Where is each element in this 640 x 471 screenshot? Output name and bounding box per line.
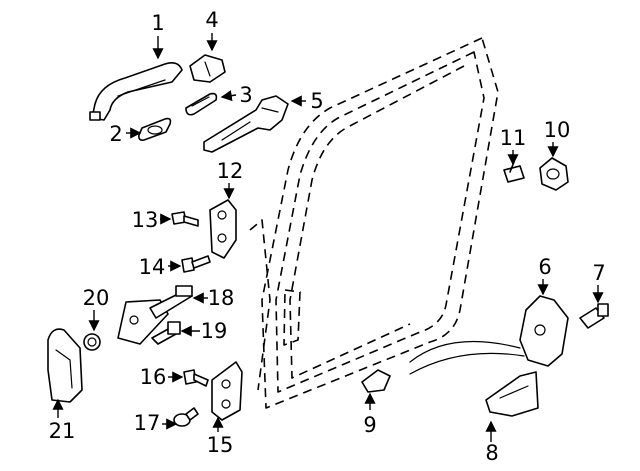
callout-18: 18: [208, 286, 235, 310]
callout-14: 14: [139, 255, 166, 279]
callouts: 1 4 3 2 5 11 10 12 13 14 18 20 19 21 16 …: [49, 8, 606, 465]
door-shell: [249, 37, 499, 409]
latch-bolt-part: [579, 303, 609, 329]
lower-hinge-part: [211, 361, 243, 421]
hinge-bolt-mid-part: [181, 255, 211, 273]
cap-gasket-part: [185, 92, 218, 116]
callout-15: 15: [207, 433, 234, 457]
door-latch-part: [409, 295, 569, 375]
door-check-part: [117, 285, 193, 345]
callout-6: 6: [538, 255, 551, 279]
callout-7: 7: [592, 261, 605, 285]
inside-handle-part: [47, 328, 83, 403]
latch-shield-part: [485, 371, 539, 417]
handle-gasket-part: [138, 117, 172, 141]
callout-9: 9: [363, 413, 376, 437]
callout-12: 12: [217, 159, 244, 183]
striker-part: [539, 157, 569, 191]
callout-11: 11: [500, 126, 527, 150]
handle-cap-part: [189, 54, 226, 83]
callout-8: 8: [485, 441, 498, 465]
leader-lines: [52, 33, 604, 442]
hinge-bolt-bottom-part: [173, 407, 199, 427]
callout-2: 2: [109, 122, 122, 146]
callout-17: 17: [134, 411, 161, 435]
hinge-bolt-lower-part: [183, 369, 209, 387]
callout-3: 3: [239, 83, 252, 107]
check-bolt-part: [151, 321, 181, 345]
callout-20: 20: [83, 286, 110, 310]
upper-hinge-part: [209, 199, 237, 259]
callout-16: 16: [140, 365, 167, 389]
callout-10: 10: [544, 118, 571, 142]
callout-19: 19: [201, 319, 228, 343]
striker-bolt-part: [503, 161, 525, 183]
callout-5: 5: [310, 89, 323, 113]
hinge-bolt-upper-part: [171, 211, 199, 227]
check-nut-part: [83, 333, 101, 351]
lock-cylinder-part: [361, 369, 391, 393]
handle-frame-part: [203, 95, 289, 153]
callout-13: 13: [132, 208, 159, 232]
outside-handle-part: [89, 62, 183, 121]
callout-4: 4: [205, 8, 218, 32]
callout-1: 1: [151, 11, 164, 35]
callout-21: 21: [49, 419, 76, 443]
